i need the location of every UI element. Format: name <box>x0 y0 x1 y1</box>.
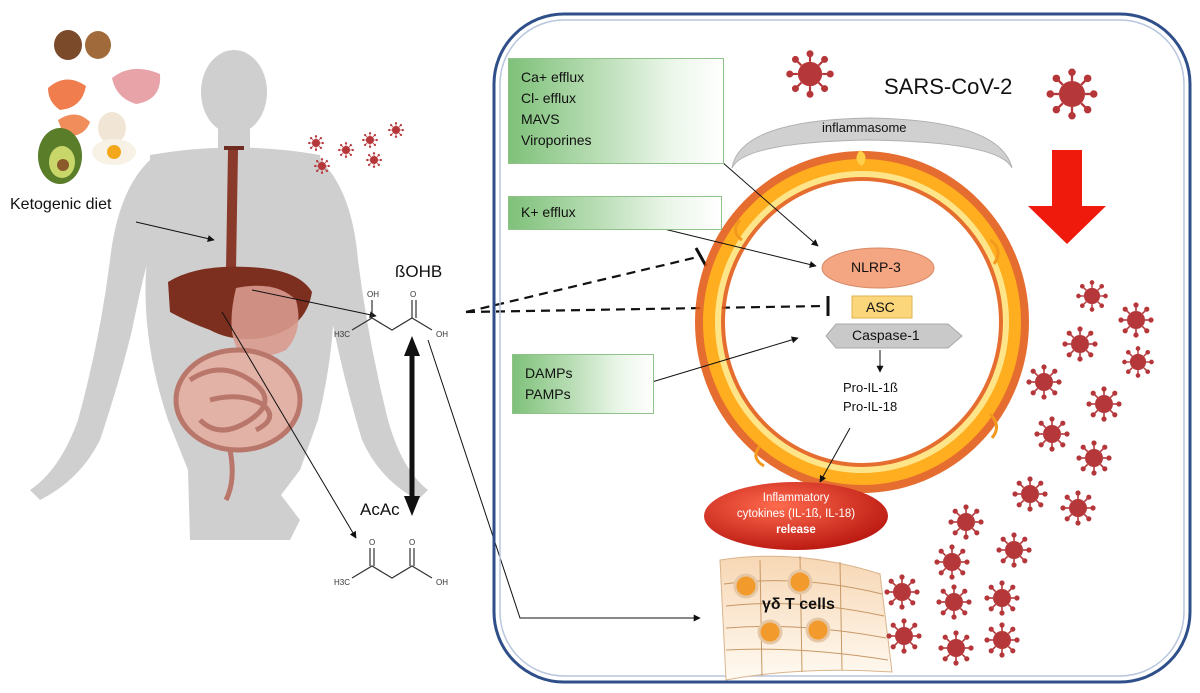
arrow-liver-to-bohb <box>251 289 377 319</box>
cytokine-release-shape <box>704 482 888 550</box>
nlrp3-shape <box>821 247 935 289</box>
asc-label: ASC <box>866 299 895 315</box>
arrow-diet-to-gut <box>135 221 215 242</box>
esophagus <box>226 150 238 270</box>
pro-il18-label: Pro-IL-18 <box>843 399 898 414</box>
bohb-label: ßOHB <box>395 262 443 281</box>
acac-o-right: O <box>409 538 416 547</box>
bohb-h3c: H3C <box>334 330 351 339</box>
pro-il-labels: Pro-IL-1ß Pro-IL-18 <box>843 378 898 416</box>
sars-cov2-title: SARS-CoV-2 <box>884 74 1013 99</box>
acac-oh-right: OH <box>436 578 448 587</box>
ion-box-text: Ca+ efflux Cl- efflux MAVS Viroporines <box>521 67 592 151</box>
stomach <box>231 285 299 356</box>
cytokine-line-2: cytokines (IL-1ß, IL-18) <box>736 508 856 520</box>
acac-o-left: O <box>369 538 376 547</box>
damps-pamps-text: DAMPs PAMPs <box>525 363 572 405</box>
k-efflux-text: K+ efflux <box>521 204 576 220</box>
ketogenic-diet-label: Ketogenic diet <box>10 196 112 213</box>
ion-box-line: Ca+ efflux <box>521 69 585 85</box>
tcell-tissue <box>719 555 893 681</box>
bohb-inhibition-lines <box>465 247 830 316</box>
bohb-oh-top: OH <box>367 290 379 299</box>
red-down-arrow <box>1028 150 1106 244</box>
small-virus-cluster <box>308 122 404 174</box>
acac-molecule <box>351 548 433 579</box>
ion-box-line: MAVS <box>521 111 560 127</box>
acac-label: AcAc <box>360 500 400 519</box>
k-efflux-box: K+ efflux <box>508 196 722 230</box>
damps-pamps-box: DAMPs PAMPs <box>512 354 654 414</box>
fire-ring <box>695 150 1029 493</box>
tcells-label: γδ T cells <box>762 596 835 613</box>
cell-membrane <box>492 12 1192 684</box>
nlrp3-label: NLRP-3 <box>851 259 901 275</box>
arrow-damps-to-caspase <box>651 336 799 383</box>
arrow-liver-to-acac <box>221 311 357 539</box>
arrow-k-to-nlrp3 <box>659 227 817 268</box>
intestines <box>173 347 303 502</box>
bohb-oh-right: OH <box>436 330 448 339</box>
asc-shape <box>851 295 913 319</box>
caspase1-shape <box>825 323 963 349</box>
cytokine-line-3: release <box>776 524 816 536</box>
bohb-molecule <box>351 300 433 331</box>
cytokine-release-label: Inflammatory cytokines (IL-1ß, IL-18) re… <box>704 490 888 538</box>
caspase1-label: Caspase-1 <box>852 327 920 343</box>
cytokine-line-1: Inflammatory <box>762 492 830 504</box>
acac-h3c: H3C <box>334 578 351 587</box>
damps-label: DAMPs <box>525 365 573 381</box>
pamps-label: PAMPs <box>525 386 571 402</box>
ion-box-line: Cl- efflux <box>521 90 576 106</box>
bohb-acac-double-arrow <box>404 336 420 516</box>
ion-box-line: Viroporines <box>521 132 592 148</box>
ion-efflux-box: Ca+ efflux Cl- efflux MAVS Viroporines <box>508 58 724 164</box>
bohb-o-top: O <box>410 290 417 299</box>
food-items <box>38 30 161 184</box>
pro-il1b-label: Pro-IL-1ß <box>843 380 898 395</box>
arrow-bohb-to-tcells <box>427 339 701 622</box>
arrow-ions-to-nlrp3 <box>721 161 819 247</box>
inflammasome-arc <box>731 117 1013 169</box>
inflammasome-label: inflammasome <box>822 120 907 135</box>
